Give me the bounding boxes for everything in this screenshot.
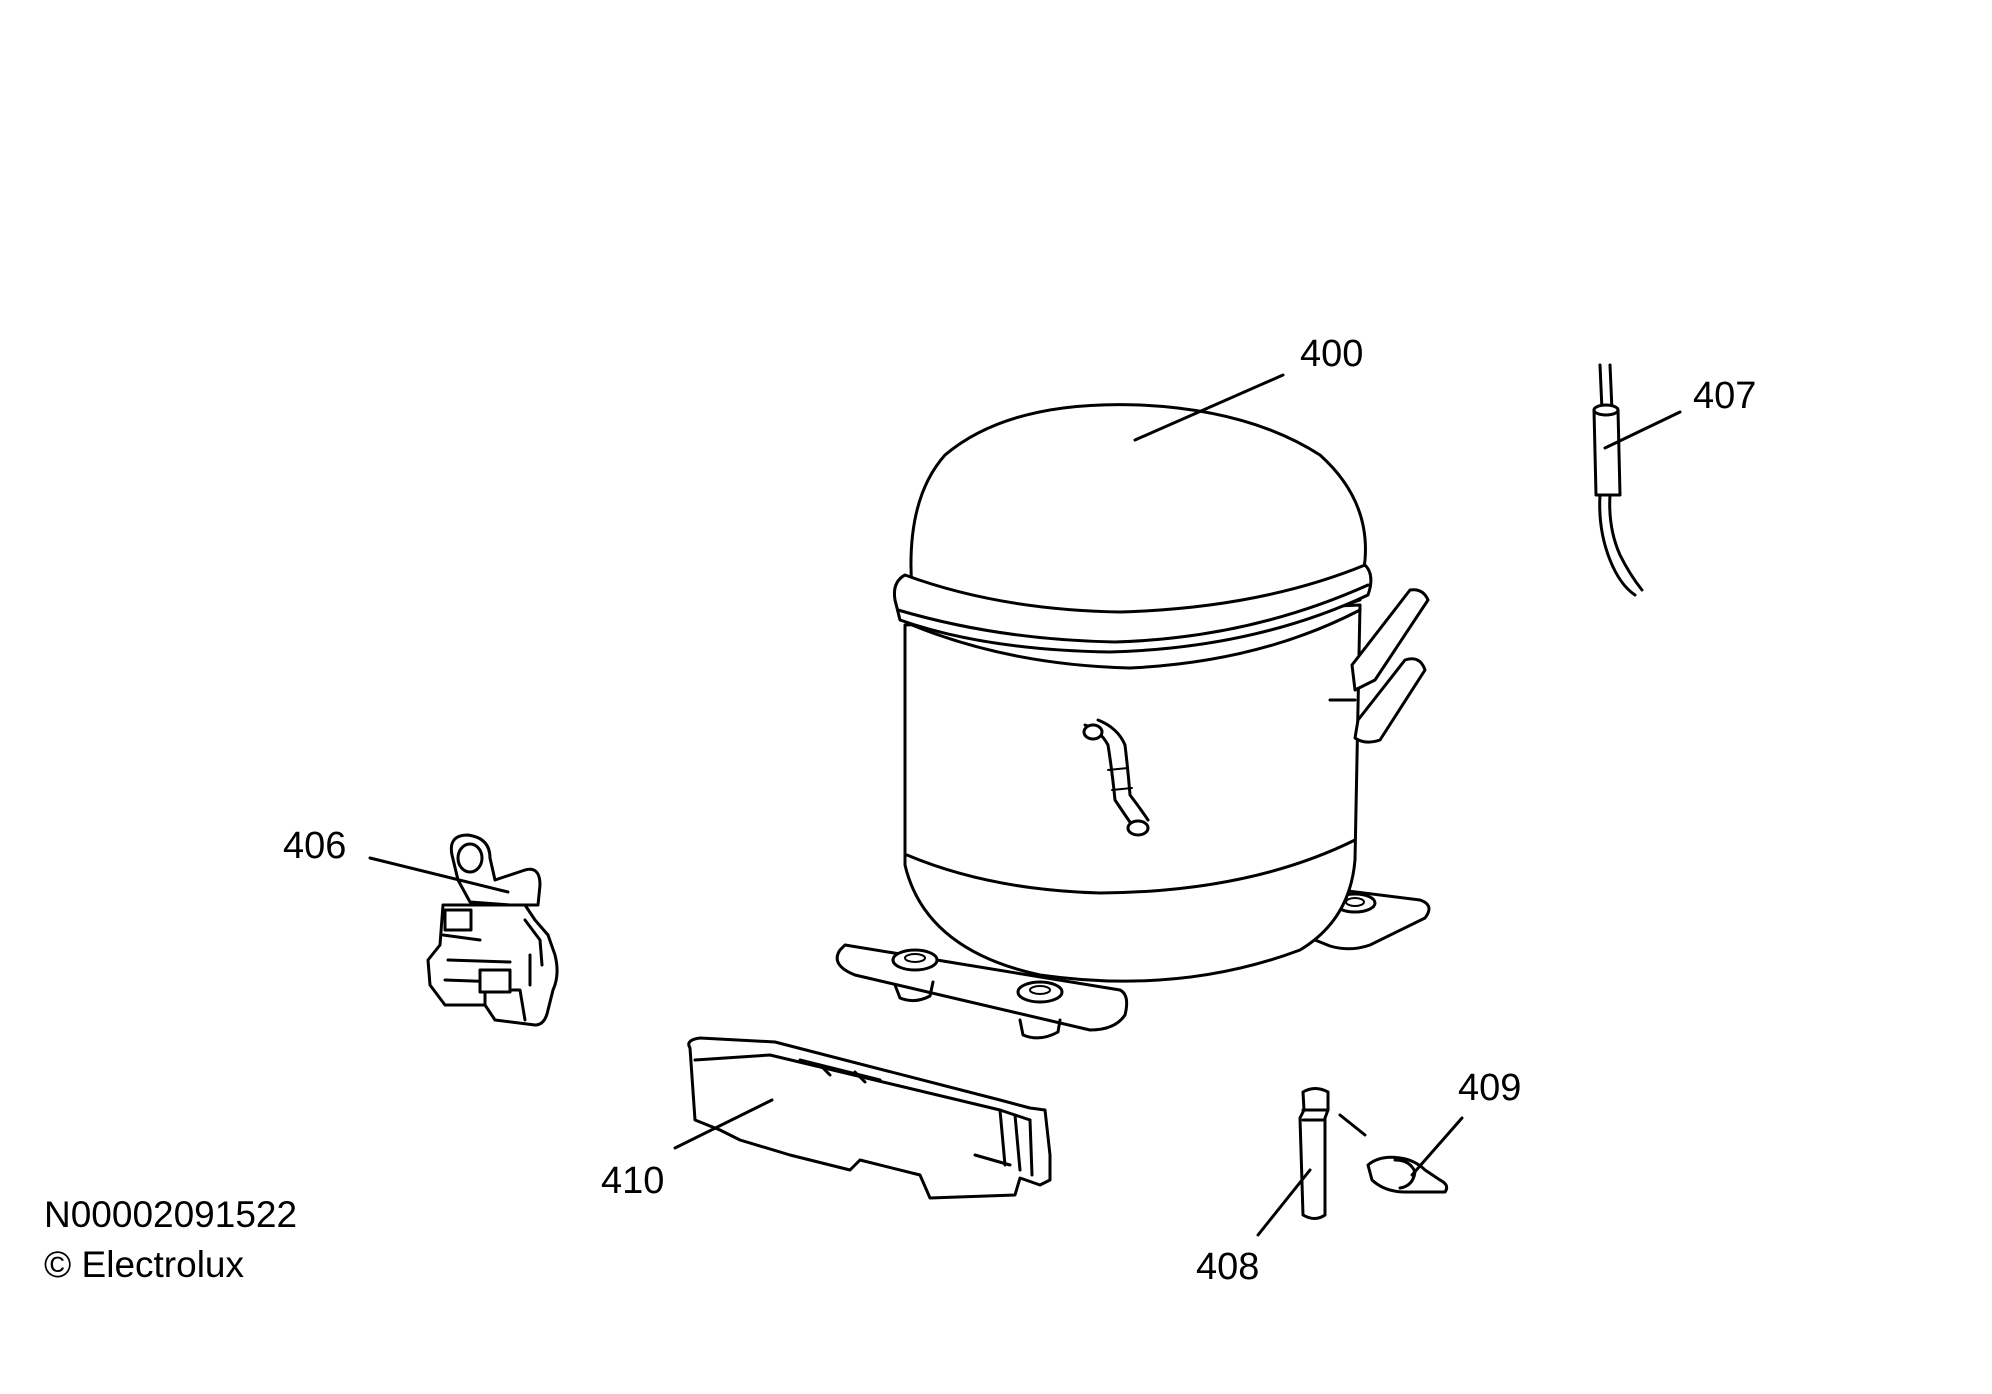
callout-409: 409 <box>1458 1067 1521 1109</box>
leader-409 <box>1410 1116 1464 1177</box>
leader-408 <box>1256 1168 1312 1237</box>
leader-407 <box>1603 410 1682 450</box>
leader-400 <box>1133 373 1285 442</box>
callout-labels: 400 406 407 408 409 410 <box>283 333 1756 1288</box>
callout-406: 406 <box>283 825 346 867</box>
callout-400: 400 <box>1300 333 1363 375</box>
filter-drier-407 <box>1592 363 1644 597</box>
leader-410 <box>673 1098 774 1150</box>
connector-408 <box>1298 1087 1367 1220</box>
copyright-notice: © Electrolux <box>44 1244 244 1285</box>
callout-407: 407 <box>1693 375 1756 417</box>
clip-409 <box>1366 1155 1449 1194</box>
document-id: N00002091522 <box>44 1194 298 1235</box>
callout-408: 408 <box>1196 1246 1259 1288</box>
callout-410: 410 <box>601 1160 664 1202</box>
compressor-400 <box>835 403 1431 1040</box>
relay-406 <box>426 833 559 1027</box>
leader-lines <box>368 373 1682 1237</box>
cover-410 <box>687 1036 1052 1200</box>
leader-406 <box>368 856 510 894</box>
